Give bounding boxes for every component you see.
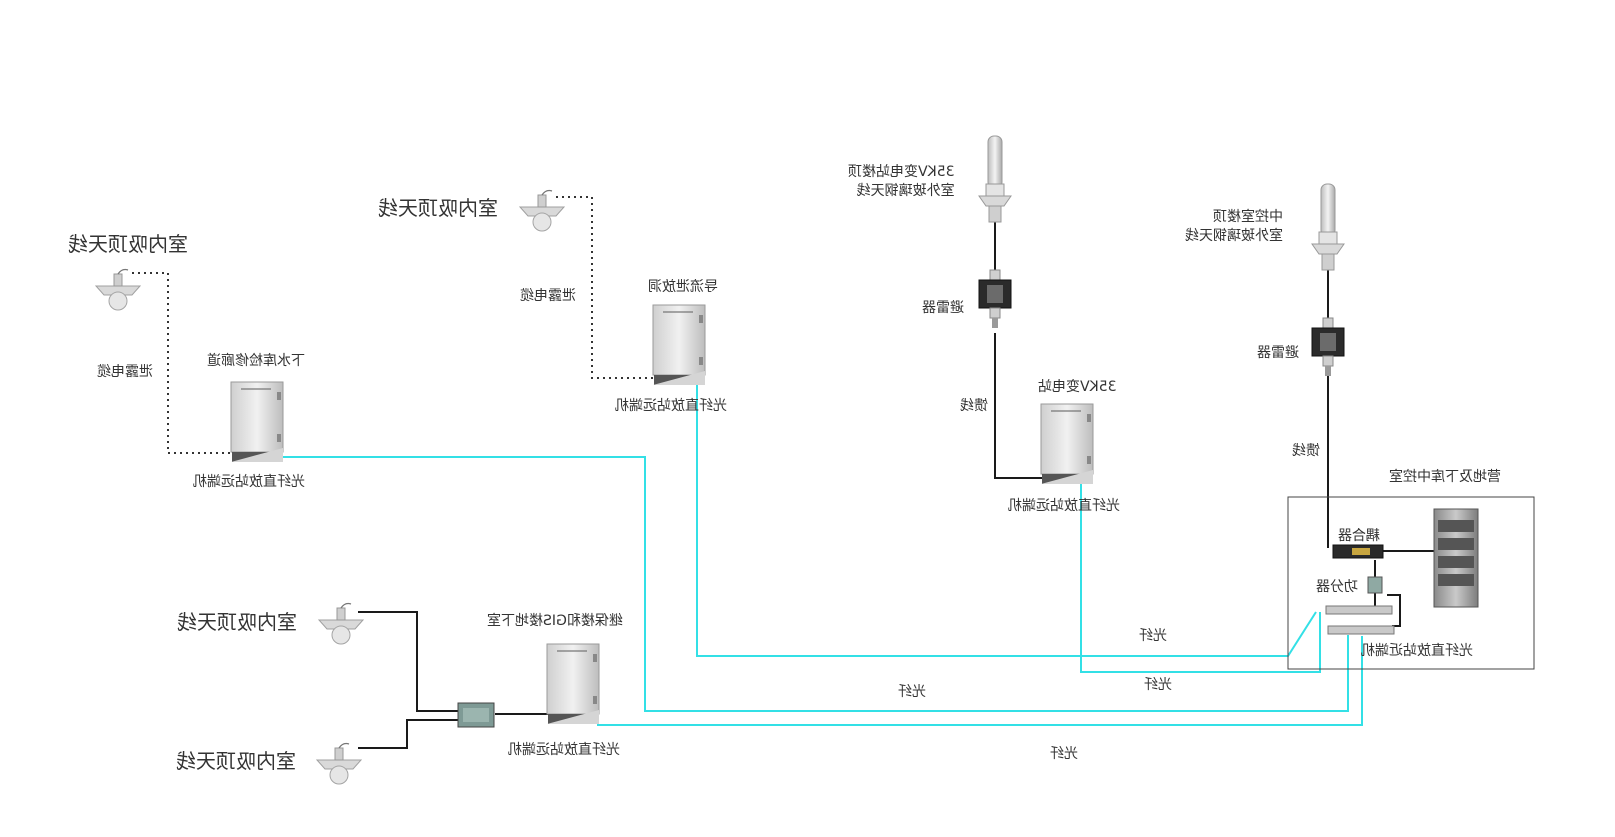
label-fiber-4: 光纤 xyxy=(1050,746,1078,762)
label-antenna-mid-top: 室内吸顶天线 xyxy=(378,196,498,220)
coupler-icon xyxy=(1332,544,1384,559)
ceiling-antenna-low1-icon xyxy=(318,602,364,645)
label-fiber-2: 光纤 xyxy=(1144,677,1172,693)
label-site-substation: 35KV变电站 xyxy=(1038,379,1117,395)
label-antenna-left-top: 室内吸顶天线 xyxy=(68,232,188,256)
control-room-frame xyxy=(1287,496,1535,670)
label-control-roof-line1: 中控室楼顶 xyxy=(1213,209,1283,225)
label-control-room: 营地及下库中控室 xyxy=(1389,469,1501,485)
label-remote-left: 光纤直放站远端机 xyxy=(193,474,305,490)
remote-unit-mid xyxy=(652,304,706,386)
label-remote-gis: 光纤直放站远端机 xyxy=(508,742,620,758)
label-remote-mid: 光纤直放站远端机 xyxy=(615,398,727,414)
label-leaky-cable-mid: 泄露电缆 xyxy=(520,288,576,304)
field-splitter-icon xyxy=(457,702,495,728)
ant-low2-feeder xyxy=(358,719,460,749)
remote-unit-substation xyxy=(1040,403,1094,485)
label-remote-substation: 光纤直放站远端机 xyxy=(1008,498,1120,514)
leaky-cables xyxy=(132,196,654,454)
label-arrester-2: 避雷器 xyxy=(1257,345,1299,361)
label-site-left: 下水库检修廊道 xyxy=(207,353,305,369)
label-splitter: 功分器 xyxy=(1316,579,1358,595)
arrester-substation-icon xyxy=(978,269,1012,329)
label-antenna-low-2: 室内吸顶天线 xyxy=(176,749,296,773)
pole-antenna-control-icon xyxy=(1311,183,1345,271)
label-coupler: 耦合器 xyxy=(1338,528,1380,544)
fiber-mid-remote xyxy=(696,381,1317,657)
arrester-control-icon xyxy=(1311,317,1345,377)
power-splitter-icon xyxy=(1367,576,1383,594)
label-near-end: 光纤直放站近端机 xyxy=(1361,643,1473,659)
fiber-left-remote xyxy=(283,456,1349,712)
ant-low1-feeder xyxy=(358,611,460,712)
remote-unit-left xyxy=(230,381,284,463)
label-substation-roof-line2: 室外玻璃钢天线 xyxy=(856,183,955,199)
label-control-roof-line2: 室外玻璃钢天线 xyxy=(1185,228,1283,244)
equipment-rack-icon xyxy=(1433,508,1479,608)
label-substation-roof: 35KV变电站楼顶 室外玻璃钢天线 xyxy=(848,163,955,201)
label-substation-roof-line1: 35KV变电站楼顶 xyxy=(848,164,955,180)
label-leaky-cable-left: 泄露电缆 xyxy=(97,364,153,380)
near-loop xyxy=(1387,594,1401,627)
label-antenna-low-1: 室内吸顶天线 xyxy=(177,610,297,634)
leaky-left xyxy=(132,272,232,454)
label-feeder-1: 馈线 xyxy=(960,398,988,414)
feeder-cables xyxy=(358,222,1434,749)
remote-unit-gis xyxy=(546,643,600,725)
ceiling-antenna-left-icon xyxy=(95,268,141,311)
label-site-mid: 导流泄放洞 xyxy=(648,279,718,295)
feeder-substation-2 xyxy=(994,333,1042,479)
fiber-gis-remote xyxy=(597,636,1363,726)
pole-antenna-substation-icon xyxy=(978,135,1012,223)
label-site-gis: 继保楼和GIS楼地下室 xyxy=(487,613,623,629)
label-control-roof: 中控室楼顶 室外玻璃钢天线 xyxy=(1185,208,1283,246)
fiber-links xyxy=(283,381,1363,726)
label-feeder-2: 馈线 xyxy=(1292,443,1320,459)
label-arrester-1: 避雷器 xyxy=(922,300,964,316)
label-fiber-1: 光纤 xyxy=(1139,628,1167,644)
ceiling-antenna-low2-icon xyxy=(316,742,362,785)
label-fiber-3: 光纤 xyxy=(898,684,926,700)
leaky-mid xyxy=(556,196,654,379)
fiber-substation-remote xyxy=(1080,484,1321,673)
near-end-unit-icon xyxy=(1325,605,1395,635)
